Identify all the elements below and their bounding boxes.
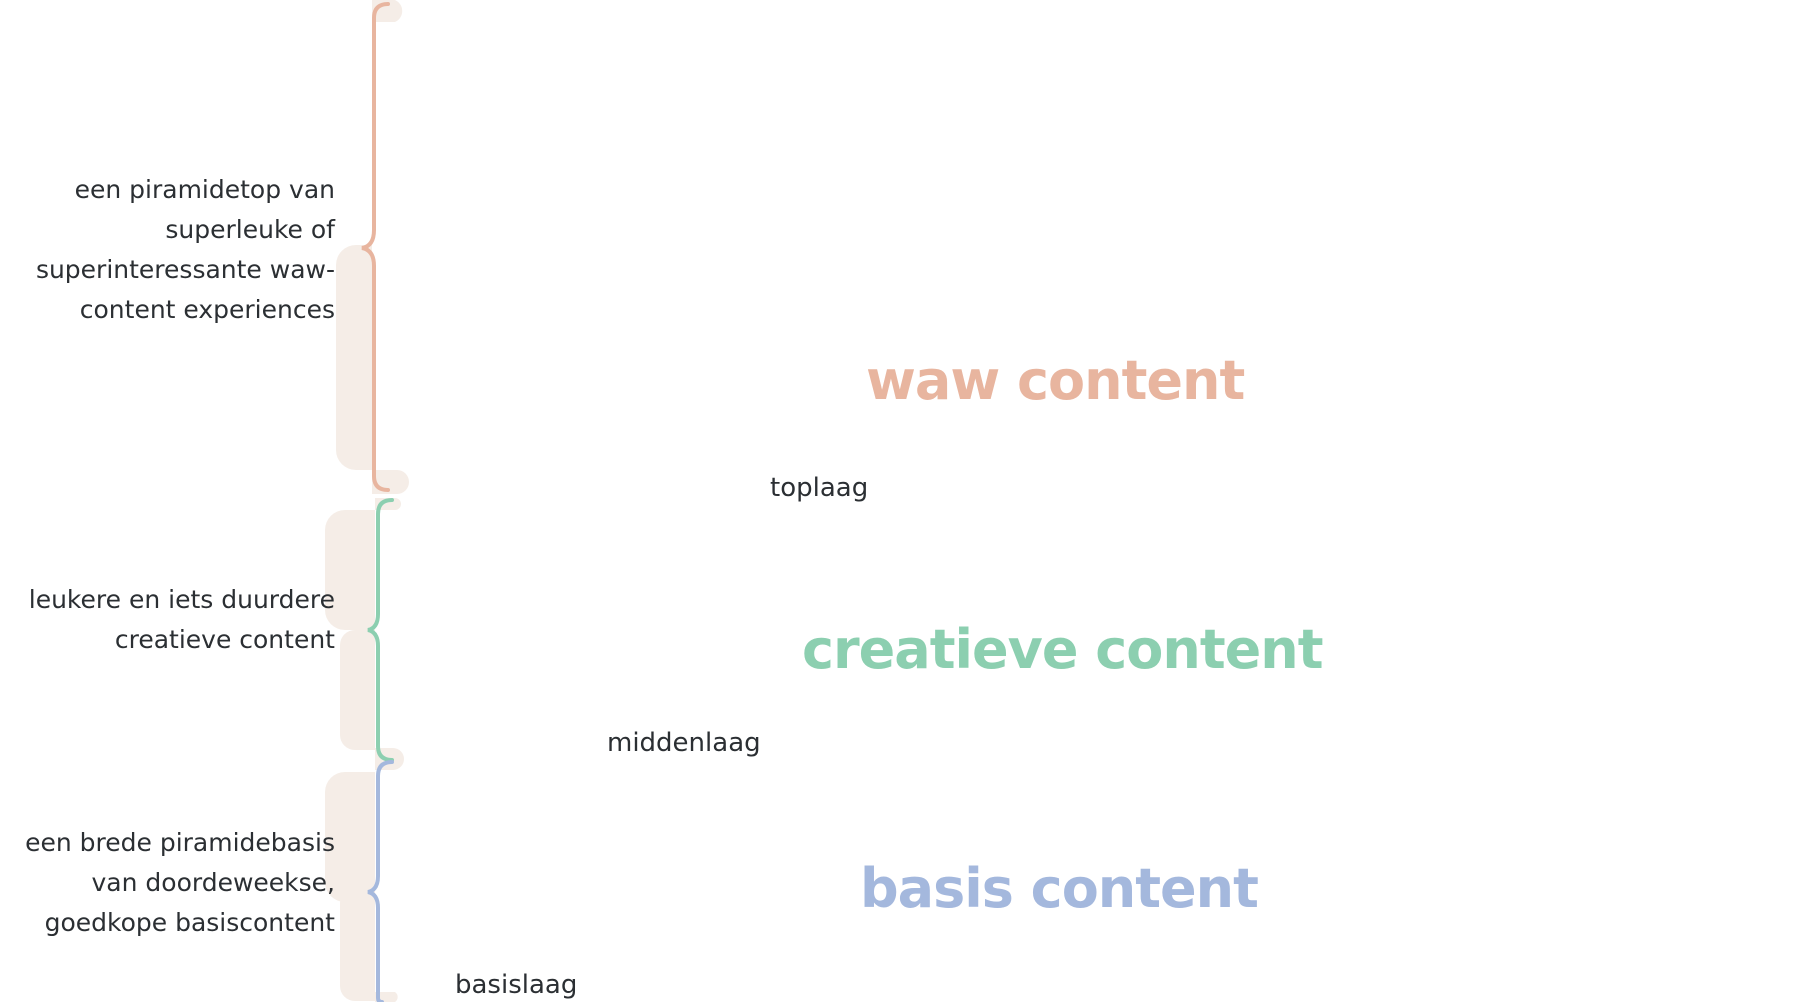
base-bracket-shade-cap: [375, 992, 398, 1002]
description-line: creatieve content: [114, 625, 335, 654]
middle-tier-title: creatieve content: [802, 618, 1324, 681]
base-bracket: [367, 760, 394, 1002]
description-line: leukere en iets duurdere: [28, 585, 335, 614]
description-line: content experiences: [79, 295, 335, 324]
base-tier-title: basis content: [860, 857, 1259, 920]
top-tier-description: een piramidetop van superleuke of superi…: [36, 170, 335, 330]
description-line: superleuke of: [165, 215, 335, 244]
base-tier-description: een brede piramidebasis van doordeweekse…: [25, 823, 335, 943]
middle-bracket-shade-upper: [325, 510, 375, 630]
description-line: goedkope basiscontent: [44, 908, 335, 937]
top-bracket-shade-lower: [336, 245, 372, 470]
bracket-shading: [325, 0, 409, 1002]
description-line: superinteressante waw-: [35, 255, 335, 284]
base-bracket-shade-lower: [340, 888, 375, 1001]
base-bracket-shade-upper: [325, 772, 375, 902]
top-layer-label: toplaag: [770, 473, 869, 503]
description-line: een piramidetop van: [74, 175, 335, 204]
top-bracket: [361, 2, 390, 492]
top-tier-title: waw content: [866, 349, 1245, 412]
top-bracket-shade-cap: [372, 470, 409, 494]
middle-bracket-shade-lower: [340, 630, 375, 750]
middle-bracket: [367, 498, 394, 762]
base-layer-label: basislaag: [455, 970, 578, 1000]
middle-tier-description: leukere en iets duurdere creatieve conte…: [29, 580, 335, 660]
description-line: van doordeweekse,: [91, 868, 336, 897]
middle-layer-label: middenlaag: [607, 728, 761, 758]
description-line: een brede piramidebasis: [25, 828, 335, 857]
